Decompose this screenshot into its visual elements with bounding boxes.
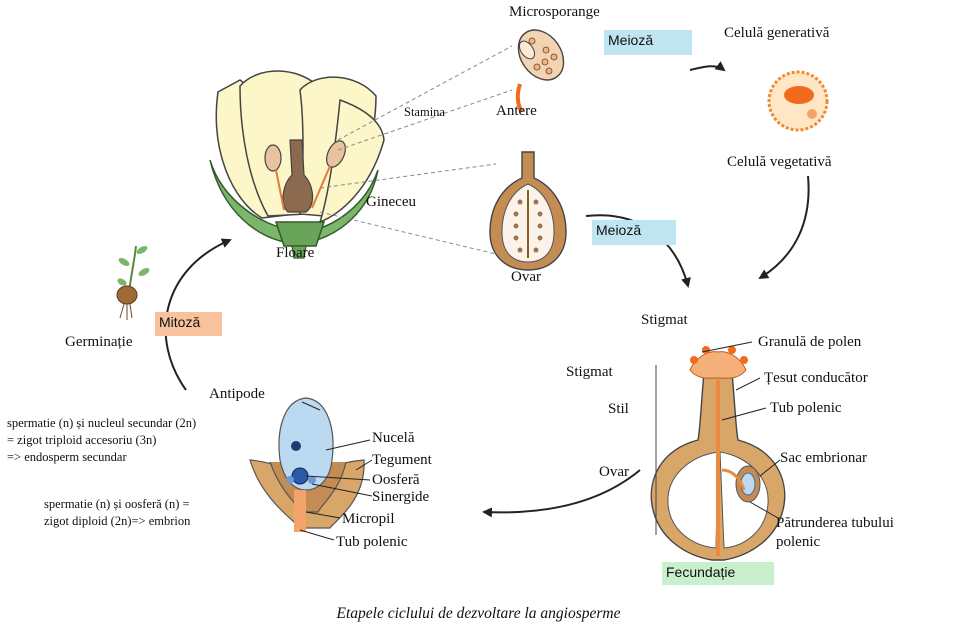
tag-meioza-2: Meioză	[592, 220, 676, 245]
label-ovar-top: Ovar	[511, 269, 541, 285]
dashed-guides	[319, 45, 513, 255]
tag-fecundatie: Fecundație	[662, 562, 774, 585]
flower-drawing	[209, 70, 385, 259]
label-floare: Floare	[276, 245, 315, 261]
label-germinatie: Germinație	[65, 334, 133, 350]
ovary-drawing	[489, 151, 567, 271]
note-triploid-line2: = zigot triploid accesoriu (3n)	[7, 433, 157, 447]
label-stigmat-top: Stigmat	[641, 312, 688, 328]
label-antipode: Antipode	[209, 386, 265, 402]
label-gineceu: Gineceu	[366, 194, 416, 210]
label-sac-embrionar: Sac embrionar	[780, 450, 868, 466]
label-tesut-conducator: Țesut conducător	[764, 370, 868, 386]
label-stamina: Stamina	[404, 105, 445, 119]
label-oosfera: Oosferă	[372, 472, 420, 488]
label-celula-vegetativa: Celulă vegetativă	[727, 154, 832, 170]
pistil-drawing	[650, 341, 786, 561]
label-sinergide: Sinergide	[372, 489, 430, 505]
pollen-grain-drawing	[767, 70, 829, 132]
label-microsporange: Microsporange	[509, 4, 600, 20]
seedling-drawing	[116, 245, 150, 320]
label-tub-polenic-right: Tub polenic	[770, 400, 842, 416]
label-patrunderea-line2: polenic	[776, 534, 821, 550]
label-nucela: Nucelă	[372, 430, 415, 446]
label-tub-polenic-left: Tub polenic	[336, 534, 408, 550]
label-ovar-side: Ovar	[599, 464, 629, 480]
ovule-section-drawing	[249, 397, 373, 541]
note-diploid-line2: zigot diploid (2n)=> embrion	[44, 514, 191, 528]
tag-meioza-1: Meioză	[604, 30, 692, 55]
label-celula-generativa: Celulă generativă	[724, 25, 830, 41]
tag-mitoza: Mitoză	[155, 312, 222, 336]
note-diploid-line1: spermatie (n) și oosferă (n) =	[44, 497, 190, 511]
label-patrunderea-line1: Pătrunderea tubului	[776, 515, 894, 531]
label-tegument: Tegument	[372, 452, 432, 468]
label-stil: Stil	[608, 401, 629, 417]
note-triploid-line3: => endosperm secundar	[7, 450, 127, 464]
anther-drawing	[515, 29, 565, 114]
label-stigmat-side: Stigmat	[566, 364, 613, 380]
label-micropil: Micropil	[342, 511, 395, 527]
label-antere: Antere	[496, 103, 537, 119]
figure-caption: Etapele ciclului de dezvoltare la angios…	[336, 605, 621, 622]
label-granula-polen: Granulă de polen	[758, 334, 862, 350]
note-triploid-line1: spermatie (n) și nucleul secundar (2n)	[7, 416, 197, 430]
